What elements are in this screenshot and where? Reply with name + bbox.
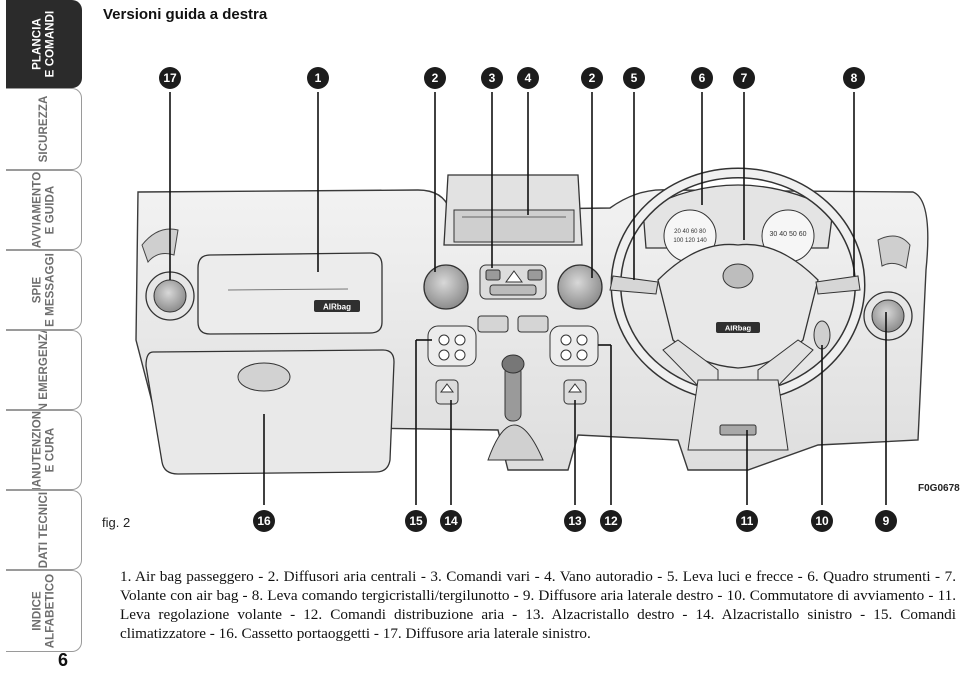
callout-12: 12 [600,510,622,532]
callout-4: 4 [517,67,539,89]
tab-label: AVVIAMENTO E GUIDA [31,171,56,249]
passenger-airbag-panel: AIRbag [197,252,383,335]
light-stalk [609,275,659,295]
callout-15: 15 [405,510,427,532]
callout-14: 14 [440,510,462,532]
radio-compartment [443,174,583,246]
figure-code: F0G0678m [918,483,960,494]
tab-label: MANUTENZIONE E CURA [31,410,56,490]
window-switches [435,379,587,405]
ignition-switch [813,320,831,350]
callout-10: 10 [811,510,833,532]
callout-7: 7 [733,67,755,89]
dashboard-illustration: AIRbag [135,92,929,505]
tab-label: DATI TECNICI [37,491,50,569]
tab-label: SICUREZZA [37,95,50,163]
tab-plancia-e-comandi[interactable]: PLANCIA E COMANDI [6,0,82,88]
callout-11: 11 [736,510,758,532]
tab-label: PLANCIA E COMANDI [31,10,56,78]
callout-9: 9 [875,510,897,532]
dashboard-figure: AIRbag [98,40,960,540]
callout-6: 6 [691,67,713,89]
tab-indice-alfabetico[interactable]: INDICE ALFABETICO [6,570,82,652]
speedometer-scale: 20 40 60 80 [674,229,706,235]
callout-16: 16 [253,510,275,532]
tab-label: IN EMERGENZA [37,330,50,410]
tab-dati-tecnici[interactable]: DATI TECNICI [6,490,82,570]
glove-box [145,349,395,475]
page-number: 6 [57,650,68,670]
callout-2b: 2 [581,67,603,89]
airbag-label: AIRbag [323,303,351,312]
callout-8: 8 [843,67,865,89]
right-side-air-vent [863,235,913,341]
tab-label: INDICE ALFABETICO [31,573,56,649]
tab-in-emergenza[interactable]: IN EMERGENZA [6,330,82,410]
steering-column [687,379,789,451]
speedometer-scale: 100 120 140 [673,238,707,244]
wiper-stalk [815,275,861,295]
callout-13: 13 [564,510,586,532]
figure-caption: 1. Air bag passeggero - 2. Diffusori ari… [120,568,956,642]
figure-label: fig. 2 [102,515,131,530]
tachometer-scale: 30 40 50 60 [770,231,807,238]
tab-sicurezza[interactable]: SICUREZZA [6,88,82,170]
section-sidebar: PLANCIA E COMANDI SICUREZZA AVVIAMENTO E… [0,0,86,676]
instrument-cluster: 20 40 60 80 100 120 140 30 40 50 60 [642,184,834,263]
steering-airbag-label: AIRbag [725,324,752,333]
callout-1: 1 [307,67,329,89]
page-title: Versioni guida a destra [103,6,268,23]
central-switch-panel [479,264,547,300]
gear-lever [487,354,544,461]
callout-5: 5 [623,67,645,89]
callout-3: 3 [481,67,503,89]
tab-avviamento-e-guida[interactable]: AVVIAMENTO E GUIDA [6,170,82,250]
callout-17: 17 [159,67,181,89]
leader-lines [169,92,887,505]
callout-2: 2 [424,67,446,89]
central-air-vents [423,264,603,310]
tab-manutenzione-e-cura[interactable]: MANUTENZIONE E CURA [6,410,82,490]
tab-spie-e-messaggi[interactable]: SPIE E MESSAGGI [6,250,82,330]
tab-label: SPIE E MESSAGGI [31,253,56,327]
climate-control-panel [427,315,599,367]
